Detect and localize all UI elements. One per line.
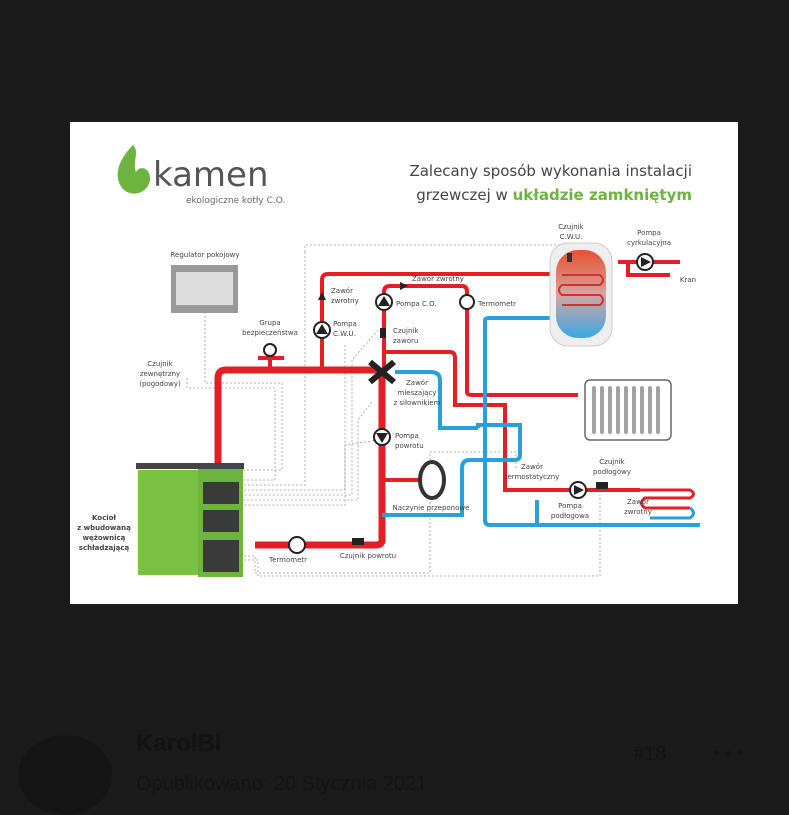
publish-date: Opublikowano: 20 Stycznia 2021 — [136, 773, 428, 795]
brand-tagline: ekologiczne kotły C.O. — [186, 196, 285, 206]
author-name[interactable]: KarolBl — [136, 730, 222, 757]
brand-name: kamen — [153, 155, 269, 195]
boiler — [136, 463, 244, 577]
svg-text:Kran: Kran — [680, 276, 696, 284]
svg-text:termostatyczny: termostatyczny — [505, 473, 560, 481]
thermometer-icon — [459, 294, 475, 310]
hot-water-tank — [549, 242, 613, 347]
post-number[interactable]: #18 — [633, 743, 667, 765]
svg-text:Czujnik: Czujnik — [558, 223, 584, 231]
svg-text:C.W.U.: C.W.U. — [333, 330, 356, 338]
svg-text:Czujnik: Czujnik — [147, 360, 173, 368]
cwu-sensor — [567, 253, 572, 262]
svg-text:Zawór: Zawór — [521, 463, 543, 471]
svg-text:Naczynie przeponowe: Naczynie przeponowe — [393, 504, 470, 512]
svg-text:z siłownikiem: z siłownikiem — [394, 399, 441, 407]
svg-text:Pompa: Pompa — [637, 229, 661, 237]
svg-text:zewnętrzny: zewnętrzny — [140, 370, 180, 378]
svg-text:zwrotny: zwrotny — [624, 508, 652, 516]
svg-text:Zawór zwrotny: Zawór zwrotny — [412, 275, 464, 283]
svg-text:Czujnik: Czujnik — [393, 327, 419, 335]
heating-installation-diagram: kamen ekologiczne kotły C.O. Zalecany sp… — [77, 145, 700, 577]
cold-water-pipes — [382, 316, 700, 527]
radiator — [584, 379, 672, 441]
svg-text:wężownicą: wężownicą — [83, 534, 126, 542]
svg-text:Regulator pokojowy: Regulator pokojowy — [170, 251, 239, 259]
manometer-icon — [263, 343, 277, 357]
svg-text:Zawór: Zawór — [627, 498, 649, 506]
svg-text:Czujnik powrotu: Czujnik powrotu — [340, 552, 396, 560]
svg-text:Termometr: Termometr — [477, 300, 516, 308]
svg-text:C.W.U.: C.W.U. — [560, 233, 583, 241]
svg-text:schładzającą: schładzającą — [79, 544, 130, 552]
svg-text:podłogowa: podłogowa — [551, 512, 589, 520]
thermometer-icon — [288, 536, 306, 554]
post-footer: KarolBl Opublikowano: 20 Stycznia 2021 #… — [0, 700, 789, 815]
svg-text:Pompa: Pompa — [395, 432, 419, 440]
diagram-title-line1: Zalecany sposób wykonania instalacji — [409, 162, 692, 180]
expansion-vessel — [418, 460, 446, 500]
room-regulator — [171, 265, 238, 313]
svg-text:(pogodowy): (pogodowy) — [139, 380, 181, 388]
svg-text:powrotu: powrotu — [395, 442, 424, 450]
svg-text:cyrkulacyjna: cyrkulacyjna — [627, 239, 671, 247]
svg-text:Grupa: Grupa — [259, 319, 280, 327]
valve-and-sensor-icons — [316, 257, 651, 545]
svg-text:mieszający: mieszający — [398, 389, 437, 397]
svg-text:Czujnik: Czujnik — [599, 458, 625, 466]
mixing-valve-icon — [368, 359, 396, 385]
svg-text:zwrotny: zwrotny — [331, 297, 359, 305]
svg-text:Zawór: Zawór — [331, 287, 353, 295]
author-avatar[interactable] — [18, 735, 112, 815]
svg-text:z wbudowaną: z wbudowaną — [77, 524, 131, 532]
image-viewer[interactable]: kamen ekologiczne kotły C.O. Zalecany sp… — [70, 122, 738, 604]
kamen-logo: kamen ekologiczne kotły C.O. — [117, 145, 285, 206]
svg-text:Kocioł: Kocioł — [92, 514, 116, 522]
svg-text:Zawór: Zawór — [406, 379, 428, 387]
svg-text:bezpieczeństwa: bezpieczeństwa — [242, 329, 298, 337]
diagram-title-line2: grzewczej w układzie zamkniętym — [416, 186, 692, 204]
svg-text:Termometr: Termometr — [268, 556, 307, 564]
svg-text:Pompa: Pompa — [333, 320, 357, 328]
more-options-button[interactable]: ••• — [712, 744, 747, 763]
control-wires — [186, 244, 601, 577]
svg-text:Pompa: Pompa — [558, 502, 582, 510]
diagram-labels: Regulator pokojowy Grupa bezpieczeństwa … — [77, 223, 696, 564]
svg-text:podłogowy: podłogowy — [593, 468, 631, 476]
svg-text:zaworu: zaworu — [393, 337, 418, 345]
svg-text:Pompa C.O.: Pompa C.O. — [396, 300, 437, 308]
